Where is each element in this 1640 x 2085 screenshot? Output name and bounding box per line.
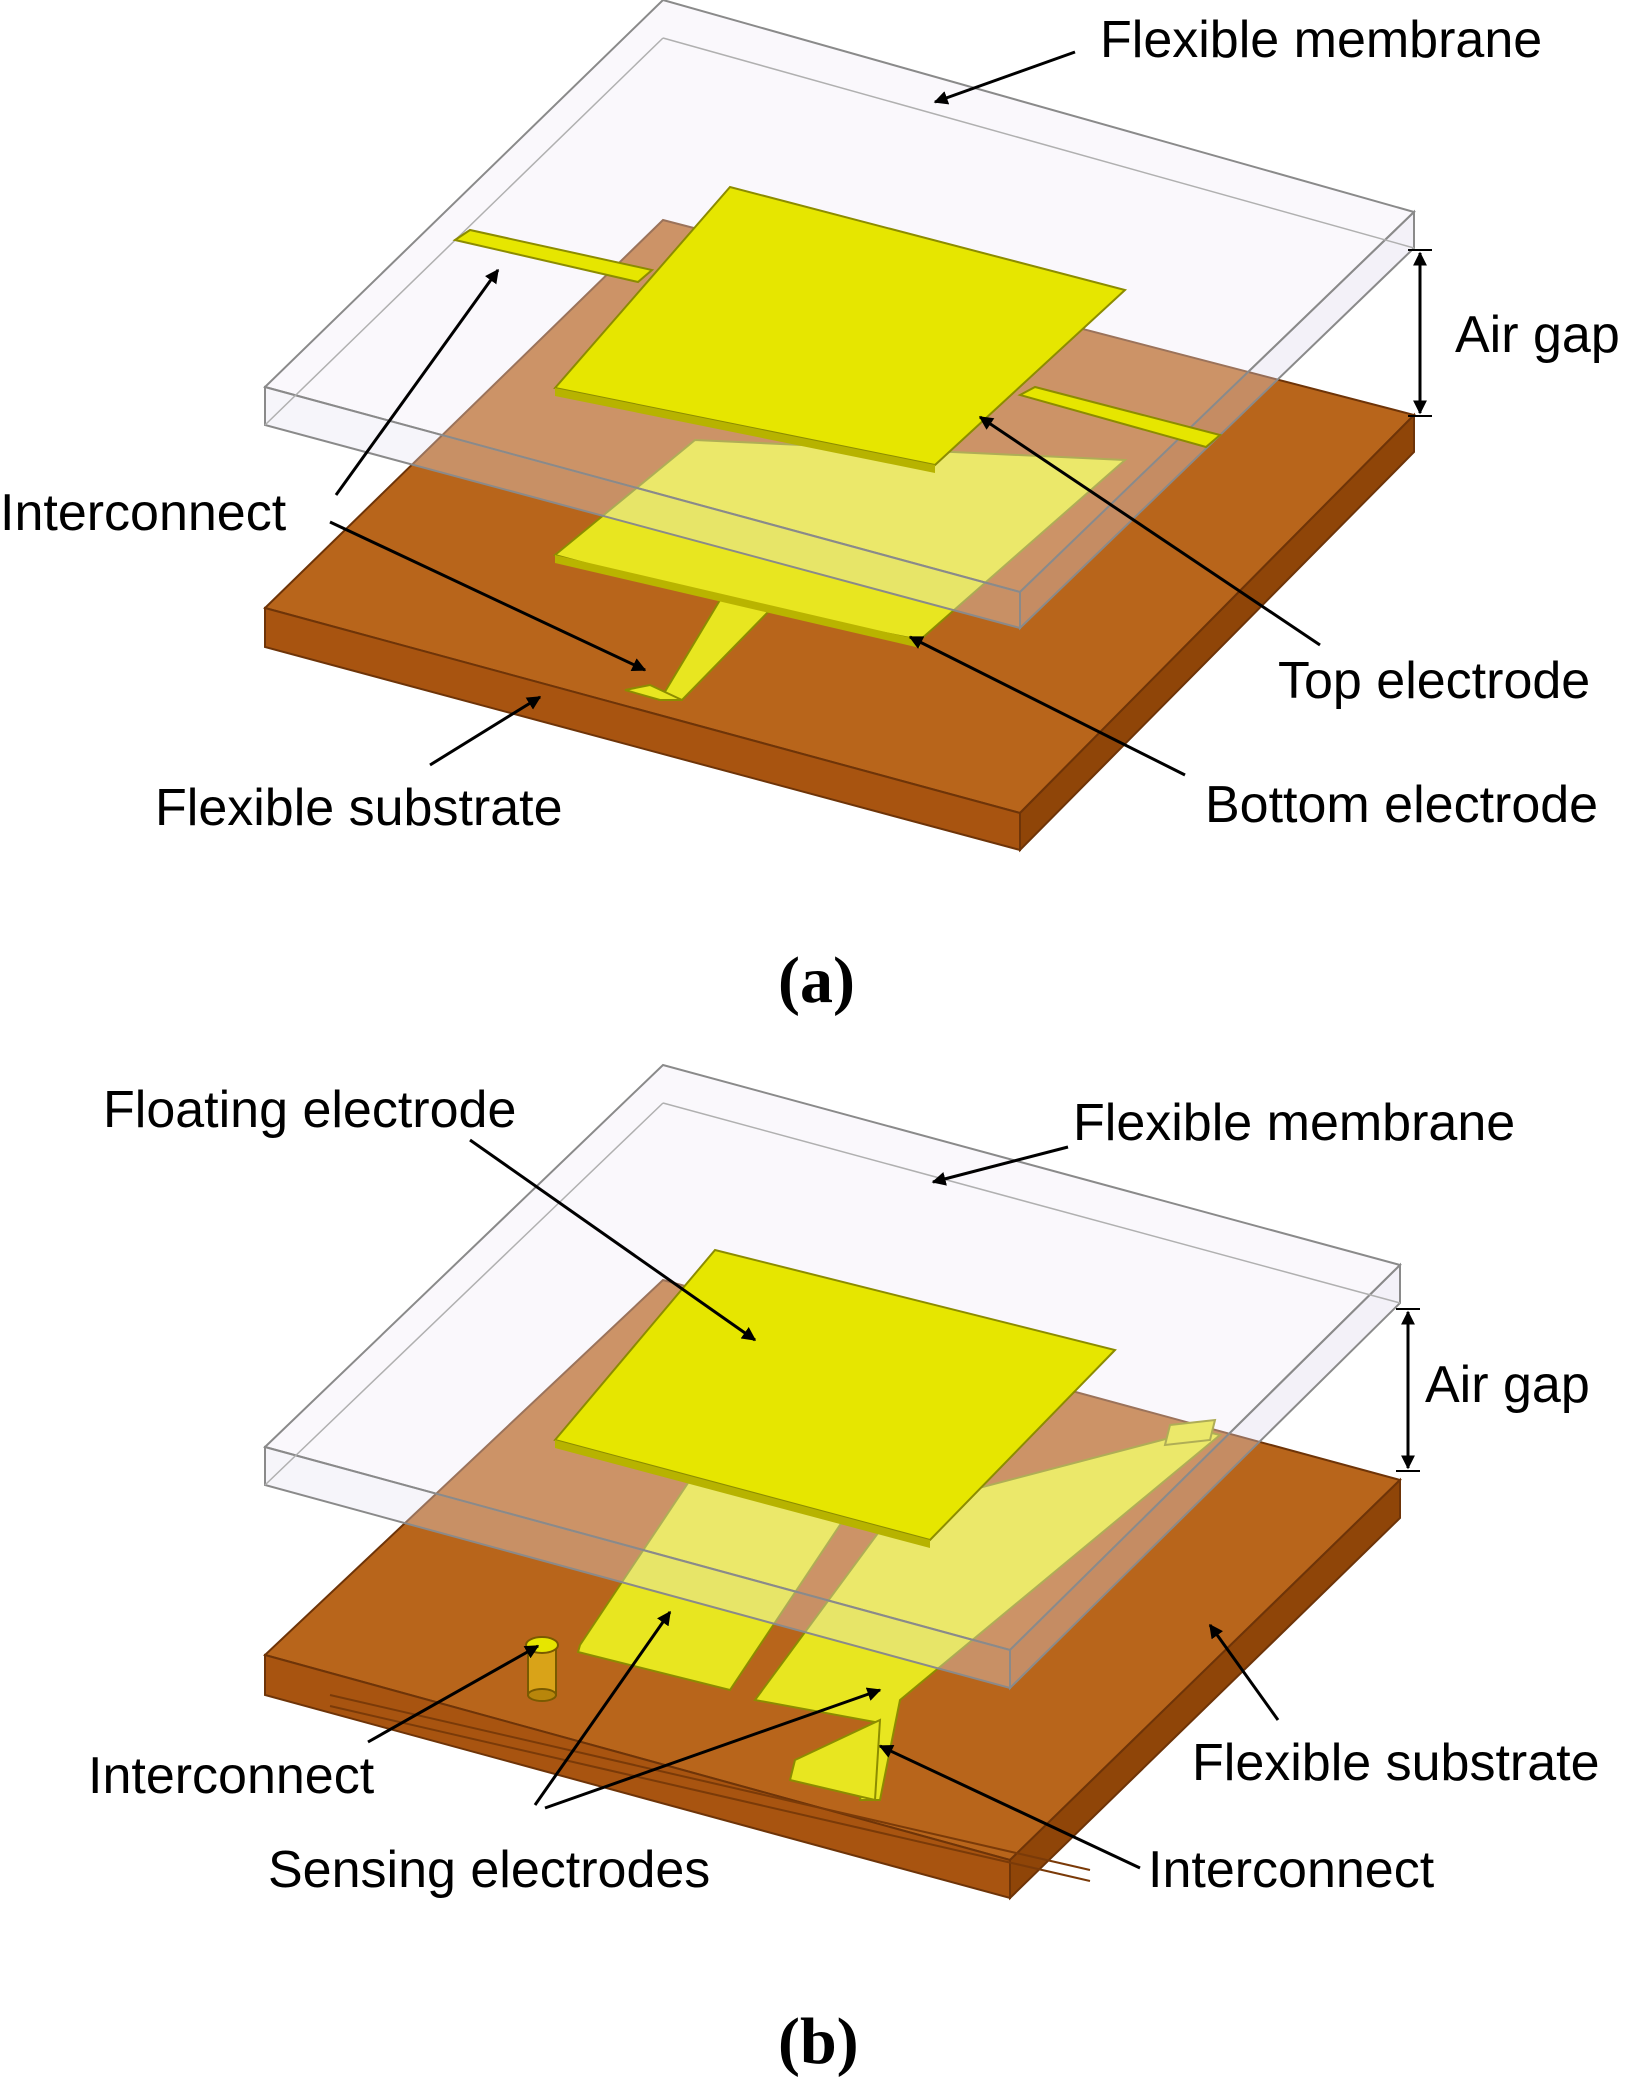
label-bottom-electrode-a: Bottom electrode	[1205, 776, 1598, 834]
leader-interconnect-a-top	[334, 268, 500, 496]
leader-interconnect-b-left	[367, 1644, 540, 1744]
leader-interconnect-b-right	[878, 1744, 1141, 1870]
leader-floating-electrode-b	[469, 1138, 757, 1342]
via-b	[525, 1636, 559, 1702]
label-interconnect-a: Interconnect	[0, 484, 287, 542]
leader-sensing-electrodes-b-left	[533, 1610, 672, 1806]
label-flexible-membrane-a: Flexible membrane	[1100, 11, 1542, 69]
caption-a: (a)	[778, 944, 855, 1017]
label-flexible-membrane-b: Flexible membrane	[1073, 1094, 1515, 1152]
floating-electrode-b	[553, 1248, 1117, 1548]
leader-flexible-membrane-a	[933, 50, 1076, 105]
caption-b: (b)	[778, 2005, 859, 2078]
leader-sensing-electrodes-b-right	[544, 1687, 882, 1810]
sensing-electrodes-b	[576, 1418, 1223, 1802]
leader-bottom-electrode-a	[908, 635, 1186, 777]
panel-a: Flexible membrane Air gap Interconnect T…	[0, 0, 1620, 1017]
label-flexible-substrate-b: Flexible substrate	[1192, 1734, 1600, 1792]
top-electrode-a	[452, 185, 1223, 473]
leader-flexible-substrate-b	[1208, 1623, 1280, 1721]
panel-b: Floating electrode Flexible membrane Air…	[88, 1063, 1600, 2078]
leader-top-electrode-a	[978, 415, 1321, 647]
leader-flexible-membrane-b	[931, 1145, 1069, 1186]
label-top-electrode-a: Top electrode	[1278, 652, 1590, 710]
leader-interconnect-a-bottom	[329, 520, 647, 672]
label-flexible-substrate-a: Flexible substrate	[155, 779, 563, 837]
leader-flexible-substrate-a	[429, 695, 542, 767]
label-floating-electrode-b: Floating electrode	[103, 1081, 516, 1139]
label-air-gap-b: Air gap	[1425, 1356, 1590, 1414]
label-interconnect-b-right: Interconnect	[1148, 1841, 1435, 1899]
label-interconnect-b-left: Interconnect	[88, 1747, 375, 1805]
label-air-gap-a: Air gap	[1455, 306, 1620, 364]
label-sensing-electrodes-b: Sensing electrodes	[268, 1841, 710, 1899]
